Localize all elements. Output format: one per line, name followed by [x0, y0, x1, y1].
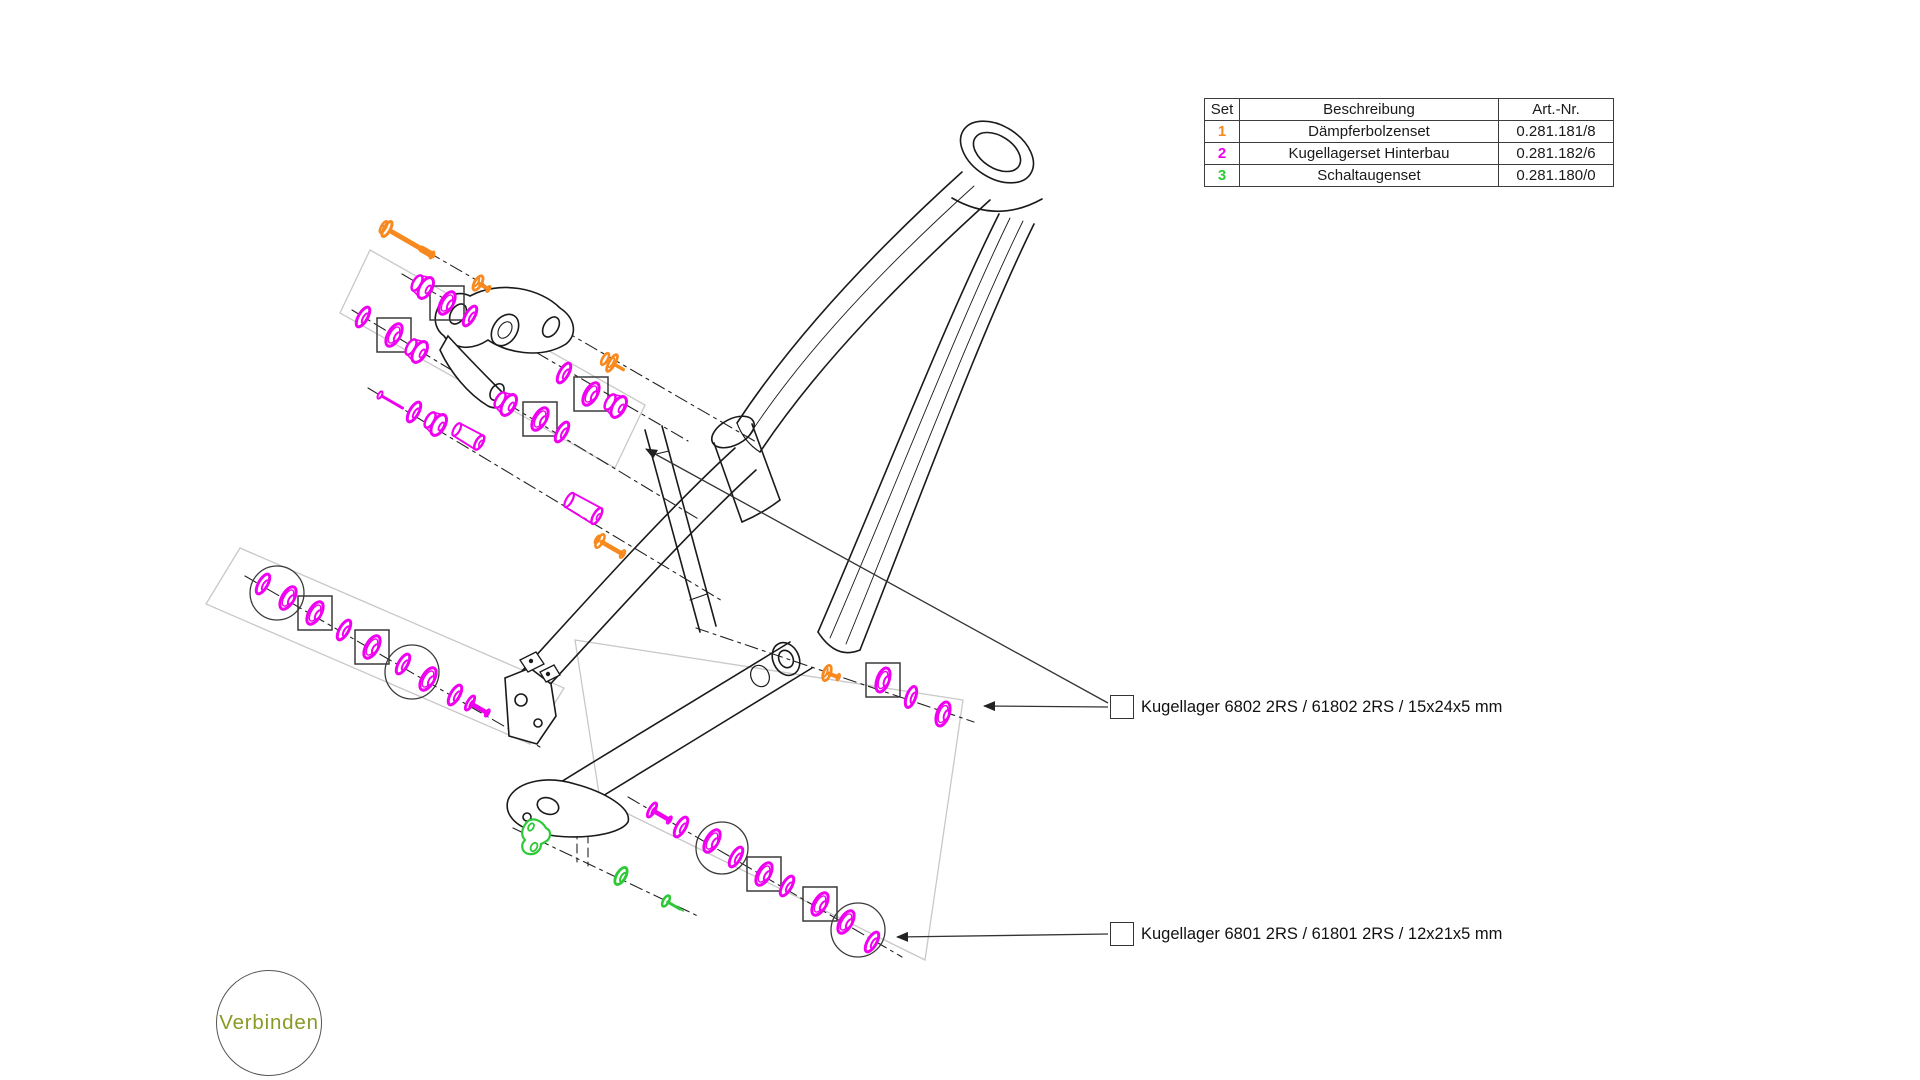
ring-part: [446, 683, 464, 707]
bearing-part: [278, 585, 298, 611]
verbinden-label: Verbinden: [219, 1011, 319, 1034]
header-set: Set: [1204, 98, 1240, 121]
bearing-callout-6801: Kugellager 6801 2RS / 61801 2RS / 12x21x…: [1110, 922, 1502, 946]
set-number: 3: [1204, 164, 1240, 187]
ring-part: [903, 685, 919, 709]
parts-table: Set Beschreibung Art.-Nr. 1 Dämpferbolze…: [1204, 98, 1614, 187]
detail-circle: [695, 821, 749, 875]
bearing-part: [934, 700, 952, 728]
screw-part: [660, 894, 685, 912]
bearing-part: [836, 909, 856, 935]
callout-label: Kugellager 6802 2RS / 61802 2RS / 15x24x…: [1141, 697, 1503, 716]
ring-part: [727, 845, 745, 869]
axleflange-part: [645, 801, 673, 825]
set-number: 2: [1204, 142, 1240, 165]
bike-frame-drawing: [434, 120, 1043, 838]
explosion-axes: [244, 225, 975, 958]
detail-circle: [384, 644, 440, 700]
ring-part: [405, 400, 423, 424]
hanger-part: [521, 818, 552, 856]
detail-markers: [249, 285, 901, 958]
spare-parts: [254, 219, 952, 954]
detail-box: [354, 629, 390, 665]
ring-part: [354, 305, 372, 329]
ring-part: [863, 930, 881, 954]
smallbolt-part: [821, 663, 842, 683]
ring-part: [254, 572, 272, 596]
bearing-part: [530, 406, 550, 432]
set-art-nr: 0.281.182/6: [1498, 142, 1614, 165]
ring-part: [394, 652, 412, 676]
ring-part: [555, 361, 573, 385]
bearing-part: [418, 666, 438, 692]
detail-box: [746, 856, 782, 892]
bearing-part: [384, 322, 404, 348]
detail-box: [522, 401, 558, 437]
smallbolt-part: [471, 274, 492, 294]
set-description: Dämpferbolzenset: [1239, 120, 1499, 143]
bearing-part: [810, 891, 830, 917]
group-panel: [339, 249, 646, 469]
set-description: Kugellagerset Hinterbau: [1239, 142, 1499, 165]
table-row: 1 Dämpferbolzenset 0.281.181/8: [1204, 120, 1614, 143]
detail-box: [297, 595, 333, 631]
cone-part: [423, 411, 448, 437]
detail-box: [573, 376, 609, 412]
detail-box: [802, 886, 838, 922]
table-row: 2 Kugellagerset Hinterbau 0.281.182/6: [1204, 142, 1614, 165]
cone-part: [404, 338, 429, 364]
detail-box: [429, 285, 465, 321]
detail-circle: [830, 902, 886, 958]
ring-part: [672, 815, 690, 839]
bearing-part: [437, 290, 457, 316]
table-row: 3 Schaltaugenset 0.281.180/0: [1204, 164, 1614, 187]
callout-marker-box: [1110, 695, 1134, 719]
axleflange-part: [463, 694, 491, 718]
ring-part: [461, 304, 479, 328]
bearing-part: [702, 828, 722, 854]
longbolt-part: [378, 219, 436, 260]
ring-part: [553, 420, 571, 444]
ring-part: [778, 874, 796, 898]
cone-part: [410, 274, 435, 300]
bearing-part: [581, 381, 601, 407]
header-beschreibung: Beschreibung: [1239, 98, 1499, 121]
ring-part: [335, 618, 353, 642]
set-number: 1: [1204, 120, 1240, 143]
set-description: Schaltaugenset: [1239, 164, 1499, 187]
detail-circle: [249, 565, 305, 621]
bearing-part: [305, 600, 325, 626]
header-art-nr: Art.-Nr.: [1498, 98, 1614, 121]
set-art-nr: 0.281.181/8: [1498, 120, 1614, 143]
callout-marker-box: [1110, 922, 1134, 946]
bearing-part: [362, 634, 382, 660]
bolt-part: [593, 533, 627, 559]
leader-arrow: [983, 701, 1109, 712]
nut-part: [613, 866, 629, 886]
parts-table-header-row: Set Beschreibung Art.-Nr.: [1204, 98, 1614, 121]
pin-part: [376, 390, 405, 410]
verbinden-stamp: Verbinden: [216, 970, 322, 1076]
leader-arrow: [896, 931, 1109, 942]
callout-leader-lines: [645, 448, 1109, 942]
flangebolt-part: [599, 351, 626, 373]
set-art-nr: 0.281.180/0: [1498, 164, 1614, 187]
bearing-callout-6802: Kugellager 6802 2RS / 61802 2RS / 15x24x…: [1110, 695, 1502, 719]
cone-part: [493, 391, 518, 417]
cone-part: [603, 393, 628, 419]
bearing-part: [874, 666, 892, 694]
detail-box: [376, 317, 412, 353]
leader-arrow: [645, 448, 1109, 704]
callout-label: Kugellager 6801 2RS / 61801 2RS / 12x21x…: [1141, 924, 1503, 943]
group-panel: [205, 547, 565, 745]
cyl2-part: [563, 491, 604, 526]
bearing-part: [754, 861, 774, 887]
group-panel: [574, 639, 964, 961]
cyl-part: [451, 422, 486, 451]
group-panels: [205, 249, 964, 961]
detail-box: [865, 662, 901, 698]
